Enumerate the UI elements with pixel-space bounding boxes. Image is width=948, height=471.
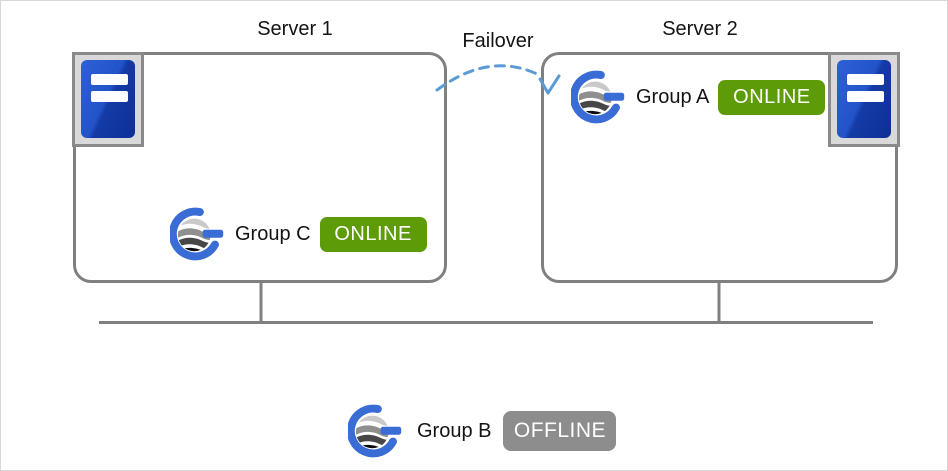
server-tower-chassis xyxy=(81,60,135,138)
server-tower-icon xyxy=(828,52,900,147)
server-tower-icon xyxy=(72,52,144,147)
server-drive-bay xyxy=(847,91,884,102)
server2-title: Server 2 xyxy=(662,18,738,40)
group-c-status-badge: ONLINE xyxy=(319,216,427,252)
group-row-b: Group B OFFLINE xyxy=(348,403,617,459)
group-b-status-badge: OFFLINE xyxy=(503,411,617,451)
group-row-a: Group A ONLINE xyxy=(571,69,826,125)
group-b-label: Group B xyxy=(417,419,492,442)
server-drive-bay xyxy=(847,74,884,85)
server-drive-bay xyxy=(91,91,128,102)
failover-label: Failover xyxy=(462,30,534,52)
group-c-label: Group C xyxy=(235,222,311,245)
failover-arc xyxy=(435,64,543,92)
group-logo-icon xyxy=(348,403,404,459)
server-drive-bay xyxy=(91,74,128,85)
server-tower-chassis xyxy=(837,60,891,138)
server1-title: Server 1 xyxy=(257,18,333,40)
group-a-label: Group A xyxy=(636,85,710,108)
group-row-c: Group C ONLINE xyxy=(170,206,427,262)
group-a-status-badge: ONLINE xyxy=(718,79,826,115)
group-logo-icon xyxy=(571,69,627,125)
group-logo-icon xyxy=(170,206,226,262)
